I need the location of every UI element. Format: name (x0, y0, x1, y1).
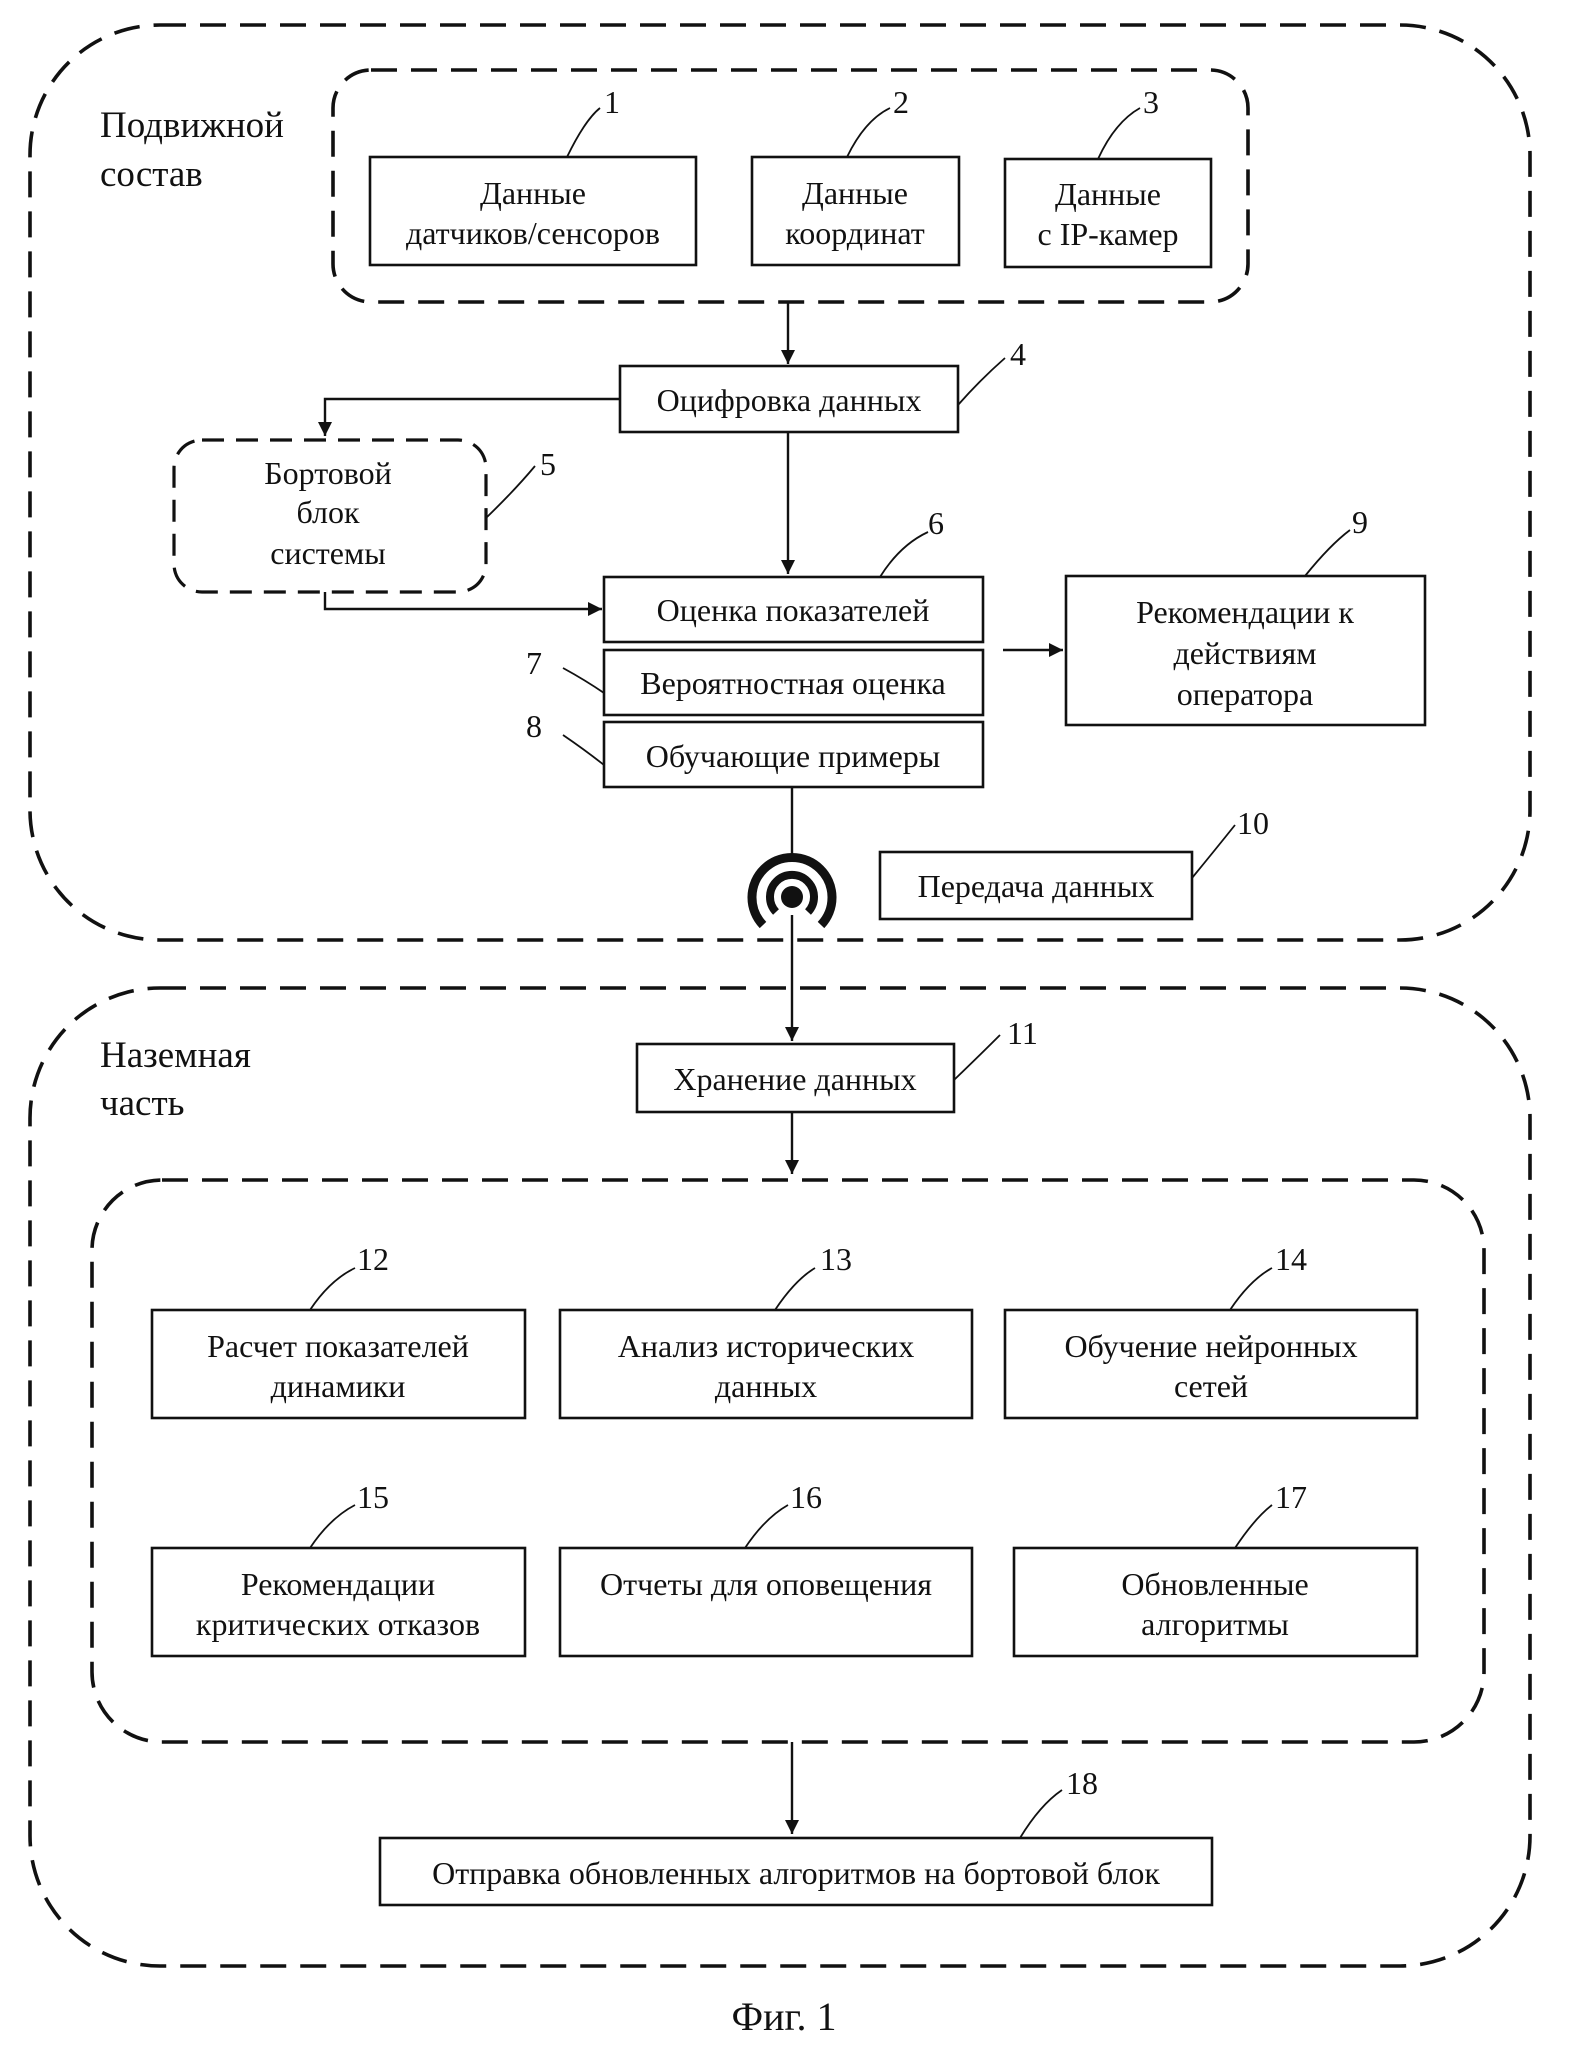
block-16-leader (745, 1505, 788, 1548)
block-7-number: 7 (526, 645, 542, 681)
block-10-leader (1192, 825, 1235, 878)
block-9-leader (1305, 530, 1350, 576)
block-18-number: 18 (1066, 1765, 1098, 1801)
block-data-storage: Хранение данных (637, 1044, 954, 1112)
block-15-label-line-2: критических отказов (196, 1606, 480, 1642)
block-3-label-line-2: с IP-камер (1037, 216, 1178, 252)
block-4-label: Оцифровка данных (657, 382, 922, 418)
block-3-leader (1098, 108, 1140, 159)
block-11-number: 11 (1007, 1015, 1038, 1051)
block-ip-camera-data: Данные с IP-камер (1005, 159, 1211, 267)
block-1-leader (567, 108, 600, 157)
block-5-label-line-1: Бортовой (264, 455, 392, 491)
block-6-label: Оценка показателей (657, 592, 930, 628)
block-coordinate-data: Данные координат (752, 157, 959, 265)
block-8-leader (563, 735, 604, 765)
block-5-number: 5 (540, 446, 556, 482)
block-notification-reports: Отчеты для оповещения (560, 1548, 972, 1656)
block-8-number: 8 (526, 708, 542, 744)
block-onboard-unit: Бортовой блок системы (174, 440, 486, 592)
block-17-number: 17 (1275, 1479, 1307, 1515)
block-15-leader (310, 1505, 355, 1548)
block-14-leader (1230, 1268, 1272, 1310)
block-sensor-data: Данные датчиков/сенсоров (370, 157, 696, 265)
block-15-number: 15 (357, 1479, 389, 1515)
ground-title-line-2: часть (100, 1083, 185, 1124)
block-2-leader (847, 108, 890, 157)
block-training-examples: Обучающие примеры (604, 722, 983, 787)
block-1-label-line-1: Данные (480, 175, 586, 211)
block-12-label-line-2: динамики (271, 1368, 406, 1404)
block-13-label-line-2: данных (715, 1368, 817, 1404)
figure-caption: Фиг. 1 (732, 1994, 837, 2039)
block-12-leader (310, 1268, 355, 1310)
block-digitization: Оцифровка данных (620, 366, 958, 432)
block-5-label-line-3: системы (270, 535, 385, 571)
block-probabilistic-evaluation: Вероятностная оценка (604, 650, 983, 715)
ground-title-line-1: Наземная (100, 1035, 251, 1076)
block-5-label-line-2: блок (297, 494, 360, 530)
ground-boundary (30, 988, 1530, 1966)
block-12-label-line-1: Расчет показателей (207, 1328, 469, 1364)
rolling-stock-title-line-1: Подвижной (100, 105, 284, 146)
block-17-label-line-2: алгоритмы (1141, 1606, 1289, 1642)
block-14-number: 14 (1275, 1241, 1307, 1277)
block-12-number: 12 (357, 1241, 389, 1277)
block-14-label-line-1: Обучение нейронных (1064, 1328, 1357, 1364)
block-6-leader (880, 532, 928, 577)
block-15-label-line-1: Рекомендации (241, 1566, 435, 1602)
arrow-digitization-to-onboard (325, 399, 620, 436)
block-4-leader (958, 358, 1005, 405)
block-9-number: 9 (1352, 504, 1368, 540)
rolling-stock-title-line-2: состав (100, 154, 203, 195)
block-9-label-line-2: действиям (1174, 635, 1317, 671)
block-16-label: Отчеты для оповещения (600, 1566, 932, 1602)
block-historical-analysis: Анализ исторических данных (560, 1310, 972, 1418)
block-17-label-line-1: Обновленные (1121, 1566, 1308, 1602)
block-updated-algorithms: Обновленные алгоритмы (1014, 1548, 1417, 1656)
block-7-leader (563, 668, 604, 693)
block-18-label: Отправка обновленных алгоритмов на борто… (432, 1855, 1160, 1891)
block-2-label-line-1: Данные (802, 175, 908, 211)
block-indicator-evaluation: Оценка показателей (604, 577, 983, 642)
block-10-number: 10 (1237, 805, 1269, 841)
block-9-label-line-3: оператора (1177, 676, 1313, 712)
block-critical-failure-recommendations: Рекомендации критических отказов (152, 1548, 525, 1656)
block-14-label-line-2: сетей (1174, 1368, 1248, 1404)
ground-section: Наземная часть Хранение данных 11 Расчет… (30, 915, 1530, 1966)
block-2-number: 2 (893, 84, 909, 120)
block-10-label: Передача данных (918, 868, 1155, 904)
block-3-number: 3 (1143, 84, 1159, 120)
block-dynamics-calculation: Расчет показателей динамики (152, 1310, 525, 1418)
block-16-number: 16 (790, 1479, 822, 1515)
block-4-number: 4 (1010, 336, 1026, 372)
block-9-label-line-1: Рекомендации к (1136, 594, 1354, 630)
rolling-stock-section: Подвижной состав Данные датчиков/сенсоро… (30, 25, 1530, 940)
block-6-number: 6 (928, 505, 944, 541)
block-send-algorithms-onboard: Отправка обновленных алгоритмов на борто… (380, 1838, 1212, 1905)
block-13-leader (775, 1268, 815, 1310)
block-3-label-line-1: Данные (1055, 176, 1161, 212)
block-2-label-line-2: координат (785, 215, 924, 251)
block-11-leader (954, 1035, 1000, 1080)
block-data-transmission: Передача данных (880, 852, 1192, 919)
block-13-number: 13 (820, 1241, 852, 1277)
block-8-label: Обучающие примеры (646, 738, 941, 774)
block-13-label-line-1: Анализ исторических (618, 1328, 914, 1364)
arrow-onboard-to-evaluation (325, 592, 602, 609)
block-1-number: 1 (604, 84, 620, 120)
block-neural-network-training: Обучение нейронных сетей (1005, 1310, 1417, 1418)
block-5-leader (486, 466, 535, 518)
block-18-leader (1020, 1790, 1062, 1838)
block-operator-recommendations: Рекомендации к действиям оператора (1066, 576, 1425, 725)
block-11-label: Хранение данных (673, 1061, 916, 1097)
block-7-label: Вероятностная оценка (640, 665, 946, 701)
block-17-leader (1235, 1505, 1272, 1548)
block-1-label-line-2: датчиков/сенсоров (406, 215, 660, 251)
wireless-signal-icon (752, 857, 832, 925)
